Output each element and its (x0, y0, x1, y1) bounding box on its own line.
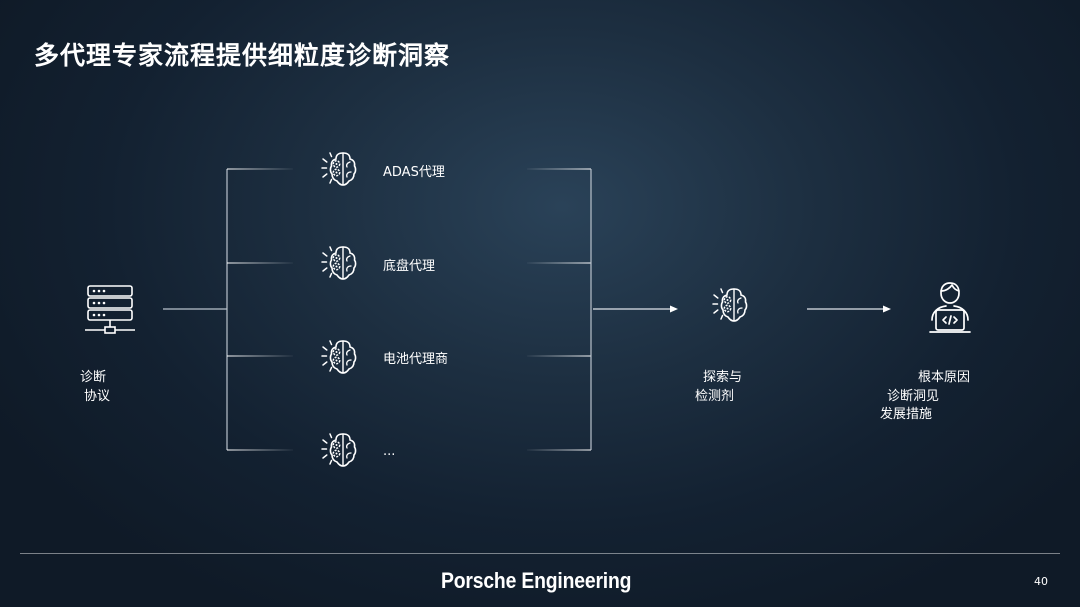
agent-label-chassis: 底盘代理 (383, 259, 436, 274)
server-icon (85, 285, 135, 334)
source-label-line-2: 协议 (84, 389, 111, 404)
agent-brain-icon (321, 340, 357, 374)
connector-lines (163, 168, 592, 451)
agent-brain-icon (321, 433, 357, 467)
agent-label-adas: ADAS代理 (383, 165, 445, 180)
agent-label-battery: 电池代理商 (383, 352, 449, 367)
probe-brain-icon (712, 288, 748, 322)
result-label-line-3: 发展措施 (880, 407, 933, 422)
page-title: 多代理专家流程提供细粒度诊断洞察 (34, 41, 451, 70)
arrow-to-result (807, 305, 891, 313)
agent-brain-icon (321, 246, 357, 280)
developer-icon (929, 282, 971, 333)
probe-label-line-2: 检测剂 (695, 389, 735, 404)
brand-logo: Porsche Engineering (441, 568, 632, 593)
arrow-to-probe (593, 305, 678, 313)
agent-label-more: ... (383, 444, 396, 459)
result-label-line-2: 诊断洞见 (887, 389, 940, 404)
agent-brain-icon (321, 152, 357, 186)
probe-label-line-1: 探索与 (703, 370, 743, 385)
source-label-line-1: 诊断 (80, 370, 107, 385)
page-number: 40 (1034, 575, 1048, 588)
footer-divider (20, 553, 1060, 554)
result-label-line-1: 根本原因 (918, 370, 971, 385)
